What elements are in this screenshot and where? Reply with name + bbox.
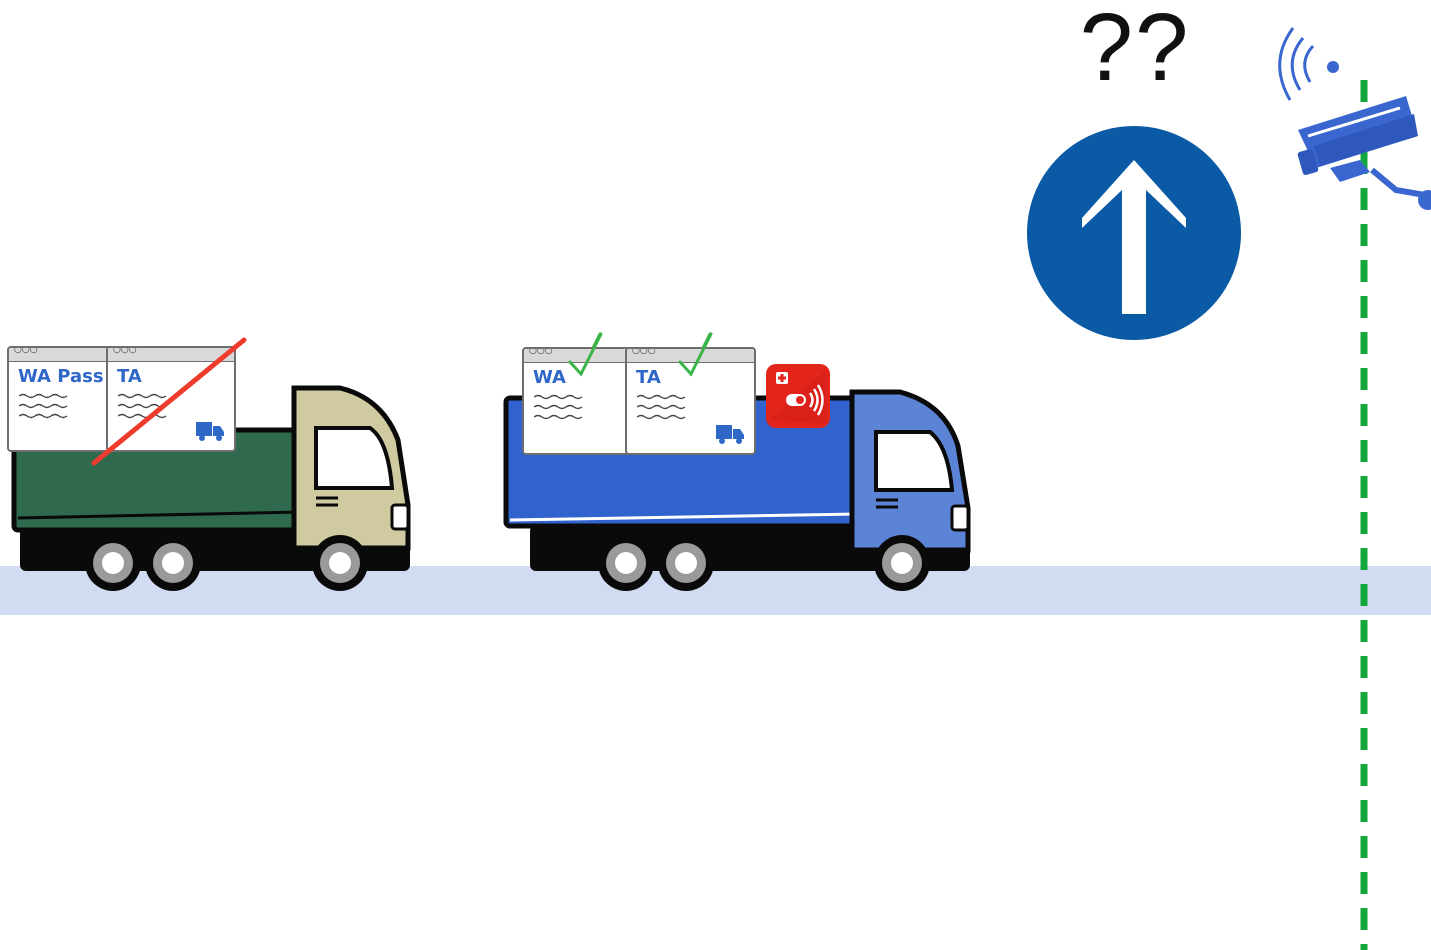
cross-out-line: [91, 337, 247, 466]
truck-icon: [716, 425, 744, 444]
question-marks: ??: [1079, 0, 1191, 101]
text-lines-icon: [118, 393, 167, 419]
window-dots-icon: ○○○: [14, 346, 38, 355]
document-label: TA: [636, 367, 661, 388]
wheel: [874, 535, 930, 591]
wheel: [85, 535, 141, 591]
wheel: [598, 535, 654, 591]
green-truck: [11, 385, 411, 591]
document-label: WA Pass: [18, 366, 104, 387]
text-lines-icon: [637, 394, 686, 420]
wheel: [312, 535, 368, 591]
document-card: ○○○ WA Pass: [7, 346, 117, 452]
blue-truck: [503, 389, 971, 591]
document-titlebar: ○○○: [9, 348, 115, 362]
document-card: ○○○ TA: [625, 347, 756, 455]
check-icon: [568, 332, 603, 377]
window-dots-icon: ○○○: [529, 347, 553, 356]
document-label: WA: [533, 367, 566, 388]
text-lines-icon: [19, 393, 68, 419]
surveillance-camera-icon: [1278, 27, 1431, 210]
road: [0, 566, 1431, 615]
window-dots-icon: ○○○: [113, 346, 137, 355]
swiss-transponder-icon: [766, 364, 830, 428]
mandatory-straight-ahead-sign-icon: [1027, 126, 1241, 340]
document-titlebar: ○○○: [524, 349, 630, 363]
window-dots-icon: ○○○: [632, 347, 656, 356]
document-titlebar: ○○○: [108, 348, 234, 362]
document-card: ○○○ WA: [522, 347, 632, 455]
truck-icon: [196, 422, 224, 441]
wheel: [658, 535, 714, 591]
text-lines-icon: [534, 394, 583, 420]
check-icon: [678, 332, 713, 377]
document-titlebar: ○○○: [627, 349, 754, 363]
wheel: [145, 535, 201, 591]
document-label: TA: [117, 366, 142, 387]
check-overlay: [568, 332, 713, 377]
